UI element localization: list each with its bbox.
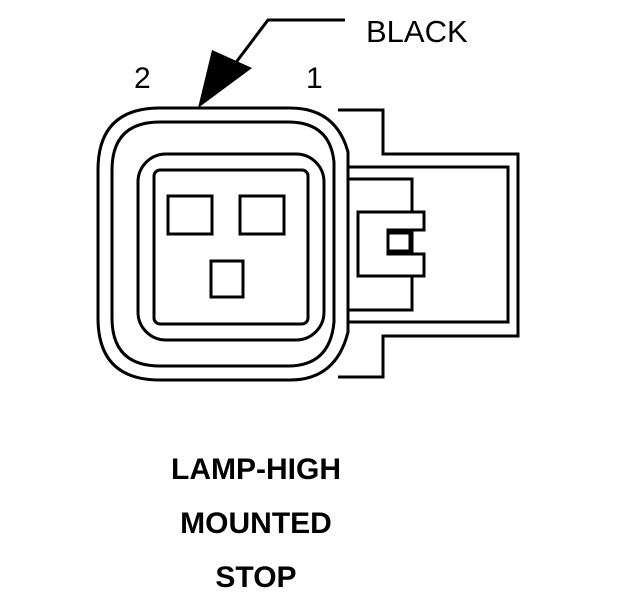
terminal-pin-2 (166, 194, 214, 236)
terminal-pin-1 (238, 194, 286, 236)
leader-line (226, 18, 345, 74)
connector-side-flange (338, 108, 520, 379)
terminal-cavity-outer (136, 152, 326, 342)
pin-label-2: 2 (134, 62, 151, 95)
connector-body (96, 106, 520, 382)
connector-caption: LAMP-HIGH MOUNTED STOP (171, 453, 341, 594)
connector-shell-inner-edge (110, 120, 336, 368)
caption-line-2: MOUNTED (180, 507, 332, 540)
color-leader (198, 18, 345, 108)
latch-clip (356, 210, 426, 278)
wire-color-label: BLACK (366, 14, 468, 49)
pin-label-1: 1 (306, 62, 323, 95)
connector-outer-shell (96, 106, 350, 382)
caption-line-3: STOP (215, 561, 296, 594)
leader-arrowhead (198, 50, 252, 108)
latch-slot (386, 231, 412, 253)
terminal-cavity-inner (152, 168, 310, 326)
terminal-pin-3 (209, 259, 245, 299)
caption-line-1: LAMP-HIGH (171, 453, 341, 486)
